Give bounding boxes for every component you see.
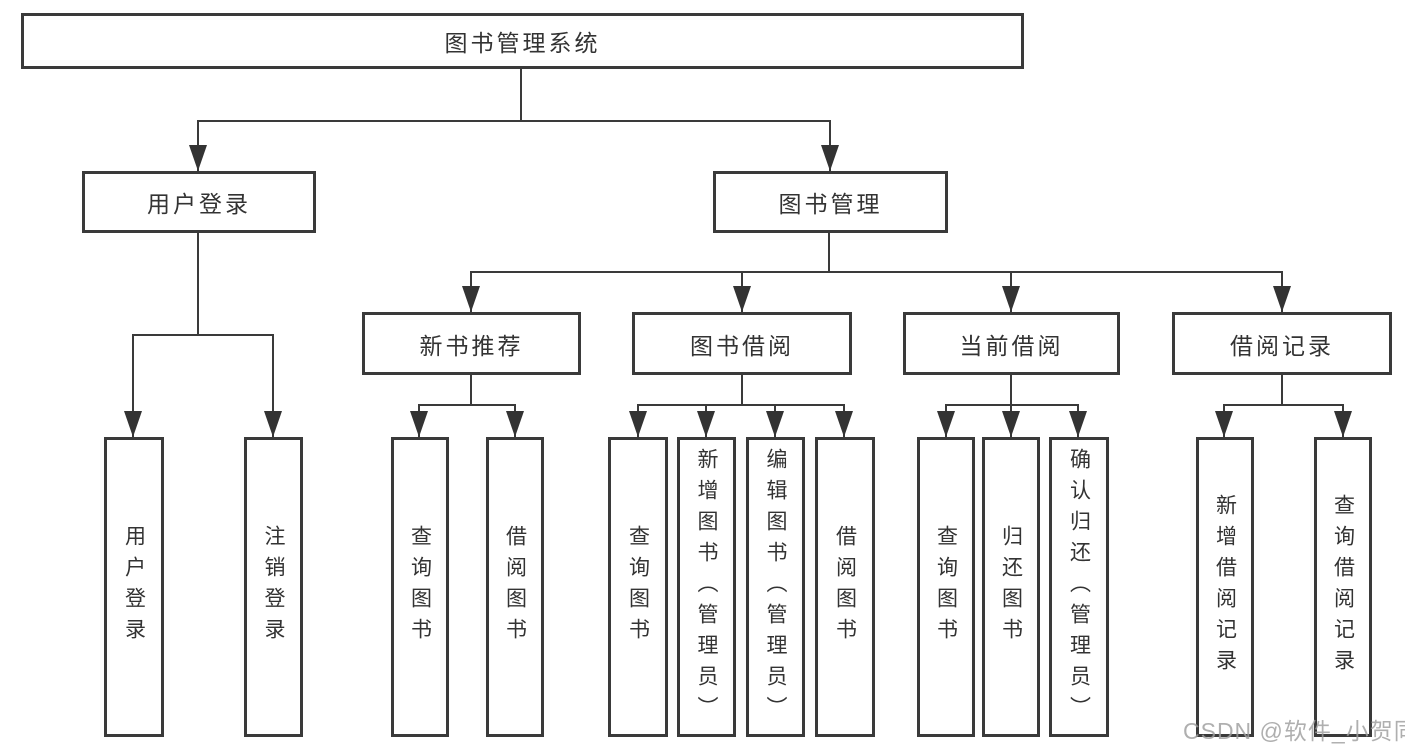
arrow-down-icon [1215, 411, 1233, 437]
leaf-label: 注销登录 [262, 525, 285, 649]
leaf-label: 用户登录 [122, 525, 146, 649]
node-label: 新书推荐 [419, 332, 524, 359]
leaf-add-books-admin: 新增图书（管理员） [677, 437, 736, 737]
arrow-down-icon [766, 411, 784, 437]
arrow-down-icon [462, 286, 480, 312]
connector-line [1281, 375, 1283, 406]
leaf-label: 查询图书 [626, 525, 650, 649]
node-user-login: 用户登录 [82, 171, 316, 233]
leaf-label: 归还图书 [999, 525, 1023, 649]
connector-line [1223, 404, 1344, 406]
connector-line [470, 271, 1283, 273]
arrow-down-icon [506, 411, 524, 437]
node-label: 图书管理 [778, 191, 883, 217]
leaf-label: 确认归还（管理员） [1067, 447, 1091, 727]
leaf-borrow-books-1: 借阅图书 [486, 437, 544, 737]
arrow-down-icon [1273, 286, 1291, 312]
arrow-down-icon [697, 411, 715, 437]
arrow-down-icon [410, 411, 428, 437]
arrow-down-icon [1002, 286, 1020, 312]
arrow-down-icon [1069, 411, 1087, 437]
leaf-query-borrow-record: 查询借阅记录 [1314, 437, 1372, 737]
leaf-add-borrow-record: 新增借阅记录 [1196, 437, 1254, 737]
node-label: 用户登录 [147, 191, 251, 217]
arrow-down-icon [733, 286, 751, 312]
leaf-label: 查询图书 [408, 525, 432, 649]
node-label: 借阅记录 [1230, 332, 1334, 359]
arrow-down-icon [1334, 411, 1352, 437]
leaf-label: 借阅图书 [833, 525, 857, 649]
connector-line [1010, 375, 1012, 406]
node-label: 图书借阅 [690, 332, 794, 359]
arrow-down-icon [821, 145, 839, 171]
node-new-book-recommend: 新书推荐 [362, 312, 581, 375]
leaf-label: 查询借阅记录 [1331, 494, 1355, 680]
node-label: 图书管理系统 [444, 30, 601, 56]
node-current-borrowing: 当前借阅 [903, 312, 1120, 375]
connector-line [197, 233, 199, 336]
leaf-user-login: 用户登录 [104, 437, 164, 737]
leaf-edit-books-admin: 编辑图书（管理员） [746, 437, 805, 737]
node-borrowing-records: 借阅记录 [1172, 312, 1392, 375]
connector-line [418, 404, 516, 406]
leaf-return-books: 归还图书 [982, 437, 1040, 737]
arrow-down-icon [937, 411, 955, 437]
node-book-management: 图书管理 [713, 171, 948, 233]
leaf-label: 借阅图书 [503, 525, 527, 649]
leaf-label: 新增图书（管理员） [695, 447, 718, 727]
arrow-down-icon [124, 411, 142, 437]
leaf-label: 查询图书 [934, 525, 958, 649]
connector-line [637, 404, 845, 406]
leaf-query-books-2: 查询图书 [608, 437, 668, 737]
leaf-confirm-return-admin: 确认归还（管理员） [1049, 437, 1109, 737]
connector-line [945, 404, 1079, 406]
leaf-label: 编辑图书（管理员） [764, 447, 787, 727]
leaf-query-books-3: 查询图书 [917, 437, 975, 737]
connector-line [520, 67, 522, 121]
arrow-down-icon [835, 411, 853, 437]
leaf-label: 新增借阅记录 [1213, 494, 1237, 680]
arrow-down-icon [629, 411, 647, 437]
arrow-down-icon [189, 145, 207, 171]
node-book-borrowing: 图书借阅 [632, 312, 852, 375]
watermark-text: CSDN @软件_小贺同学 [1183, 718, 1405, 744]
arrow-down-icon [1002, 411, 1020, 437]
connector-line [272, 335, 274, 437]
node-label: 当前借阅 [959, 332, 1064, 359]
leaf-borrow-books-2: 借阅图书 [815, 437, 875, 737]
node-root-library-management-system: 图书管理系统 [21, 13, 1024, 69]
connector-line [741, 375, 743, 406]
arrow-down-icon [264, 411, 282, 437]
connector-line [132, 335, 134, 437]
leaf-logout: 注销登录 [244, 437, 303, 737]
connector-line [470, 375, 472, 406]
leaf-query-books-1: 查询图书 [391, 437, 449, 737]
connector-line [828, 233, 830, 273]
connector-line [197, 120, 831, 122]
connector-line [132, 334, 274, 336]
